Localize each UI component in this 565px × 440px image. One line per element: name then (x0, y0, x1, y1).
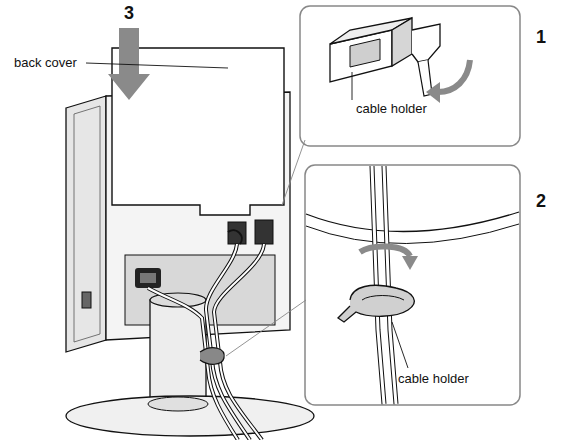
cable (384, 166, 396, 404)
base-joint (148, 397, 208, 411)
bezel-edge (74, 106, 100, 342)
part-label: back cover (14, 56, 77, 70)
stand-base (66, 396, 314, 436)
inset-frame (305, 165, 520, 405)
holder-slot (350, 39, 380, 67)
holder-latch (412, 24, 440, 62)
cable-holder (338, 285, 414, 322)
power-socket (135, 268, 161, 288)
leader-line (352, 72, 353, 100)
monitor-side (66, 96, 106, 352)
power-socket-inner (140, 273, 156, 283)
cable-holder-top (228, 230, 242, 244)
rotate-arrow (438, 60, 470, 92)
holder-loop (362, 296, 404, 301)
cable (148, 288, 238, 440)
inset-pointer (226, 300, 306, 356)
callout-number: 2 (536, 192, 546, 212)
connector (255, 220, 273, 244)
column-edge (306, 224, 519, 244)
leader-line (86, 63, 228, 68)
leader-line (392, 322, 408, 368)
cable-holder (200, 348, 224, 365)
inset-pointer (282, 140, 305, 205)
power-switch (82, 292, 91, 308)
connector (228, 222, 246, 244)
rotate-arrow-head (426, 82, 440, 103)
callout-number: 3 (124, 4, 134, 24)
holder-side (392, 18, 412, 66)
column-edge (306, 212, 519, 232)
part-label: cable holder (398, 372, 469, 386)
cable (148, 288, 238, 440)
wrap-arrow (360, 246, 410, 256)
inset-frame (300, 6, 520, 146)
part-label: cable holder (356, 102, 427, 116)
wrap-arrow-head (402, 256, 418, 270)
callout-number: 1 (536, 28, 546, 48)
cable (384, 166, 396, 404)
